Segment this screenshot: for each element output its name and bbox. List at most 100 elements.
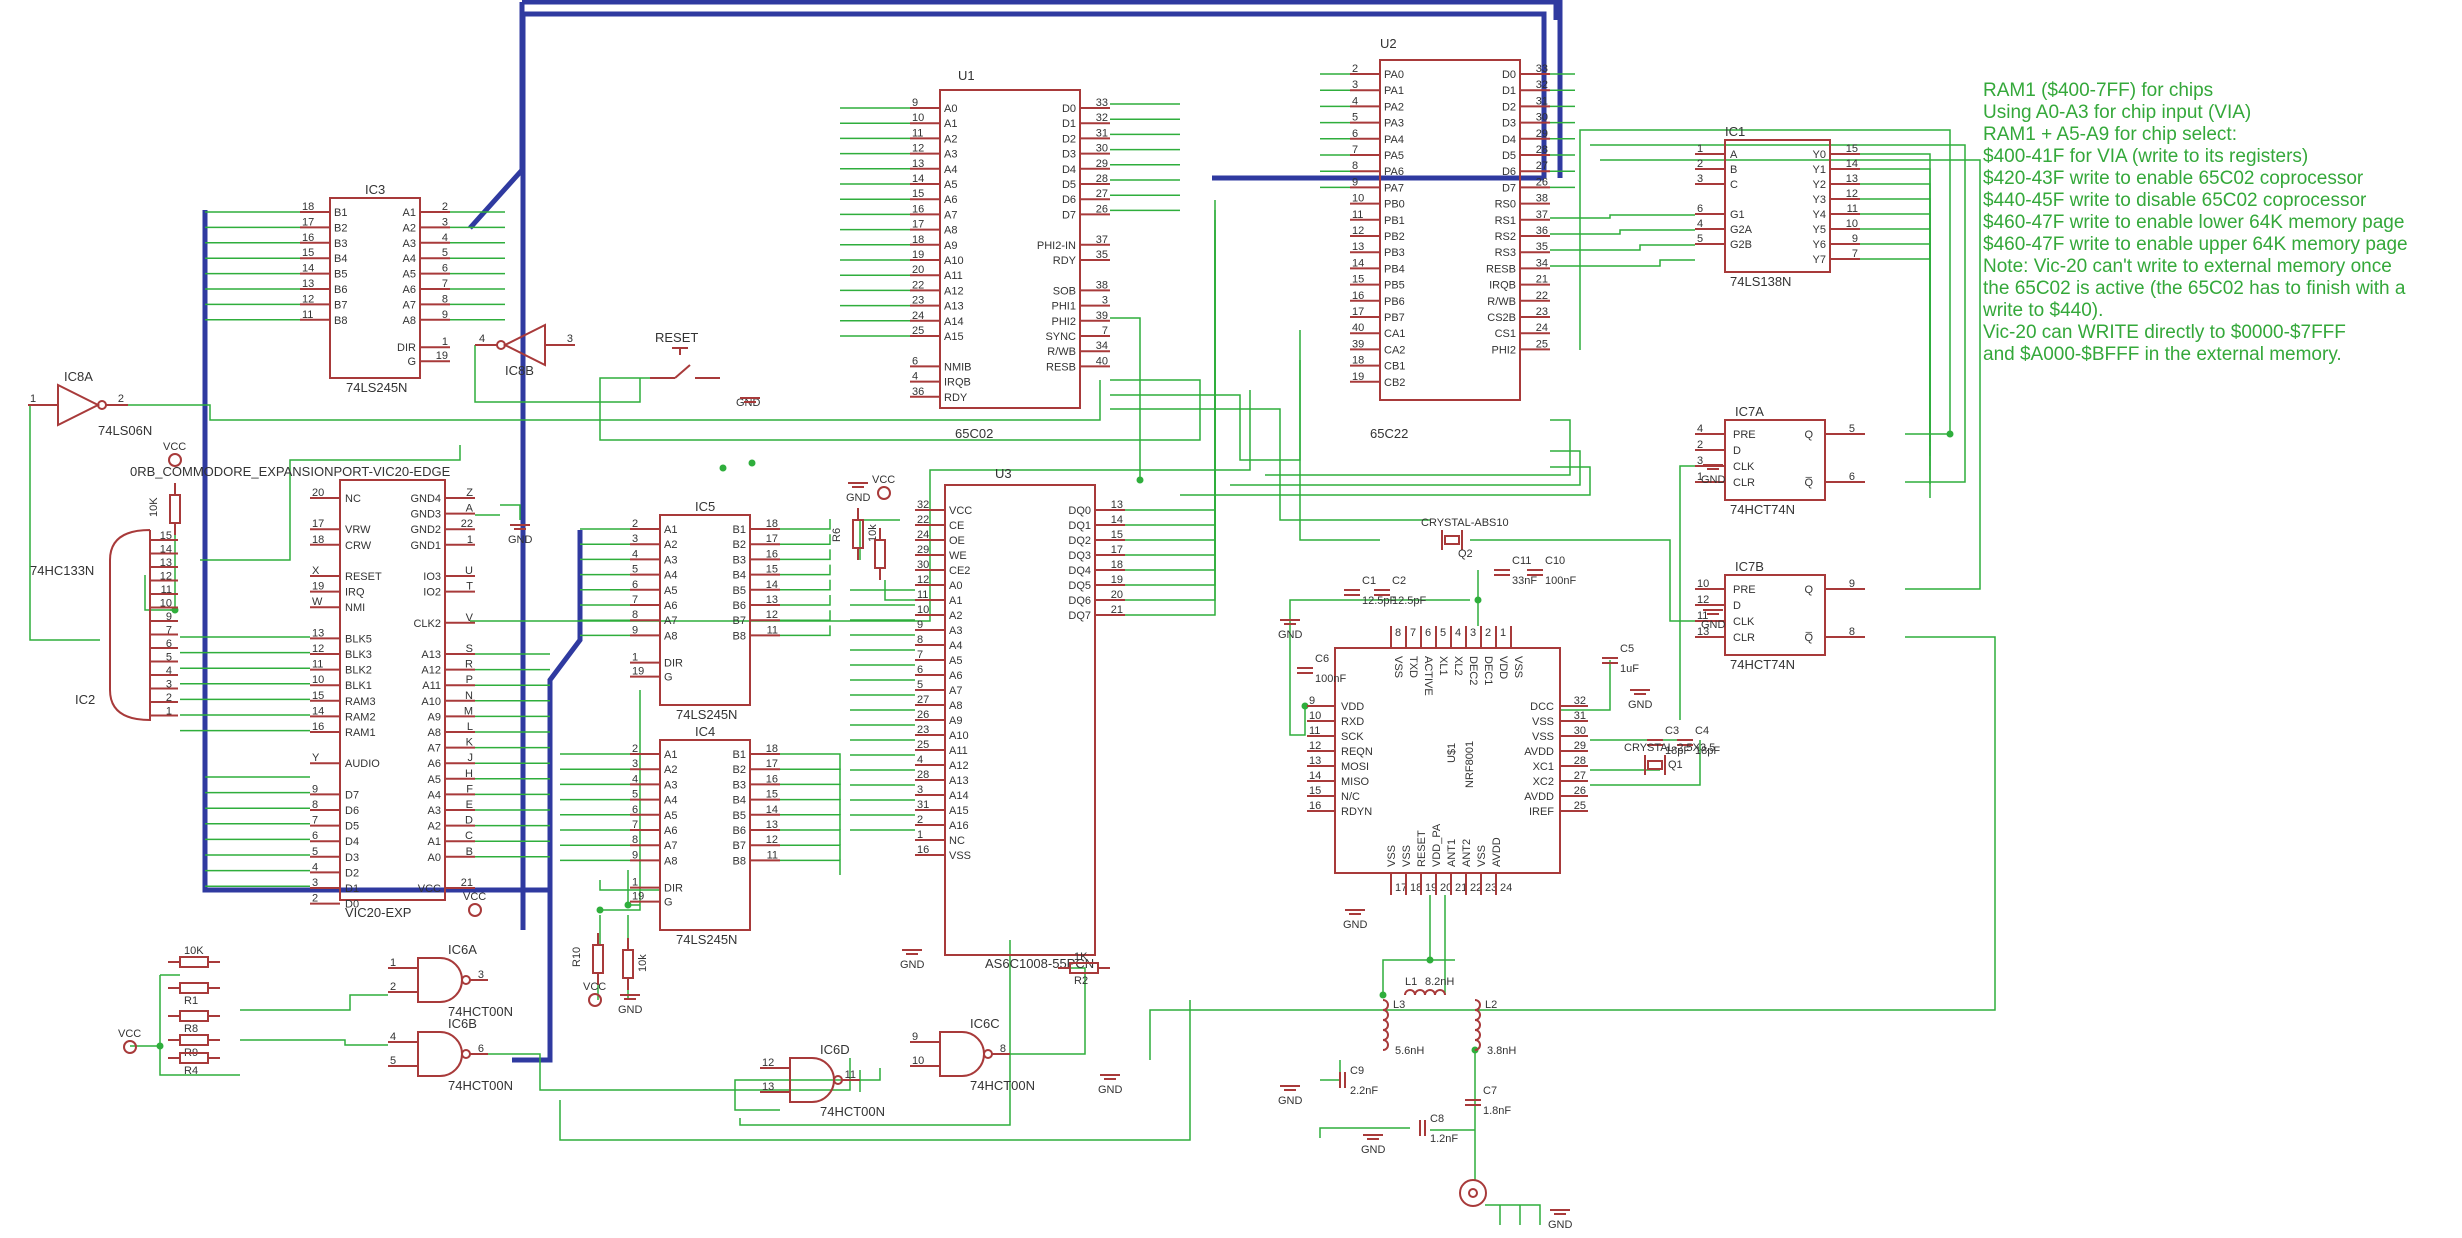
resistor-body	[179, 1034, 209, 1046]
nrf-pin-number: 16	[1309, 800, 1321, 812]
note-line: $440-45F write to disable 65C02 coproces…	[1983, 190, 2367, 211]
wire	[240, 1039, 388, 1046]
nrf-pin-name: DEC2	[1467, 656, 1479, 685]
resistor	[874, 528, 886, 580]
nand-pin-number: 13	[762, 1081, 774, 1093]
crystal-q2: Q2	[1458, 548, 1473, 560]
u2-pin-name: D7	[1502, 182, 1516, 194]
vic20-pin-number: 17	[312, 518, 324, 530]
ic1-pin-name: G2A	[1730, 224, 1753, 236]
ic5-pin-number: 15	[766, 564, 778, 576]
wire	[200, 445, 461, 561]
capacitor-value: 100nF	[1545, 575, 1576, 587]
nrf-pin-number: 18	[1410, 882, 1422, 894]
vic20-pin-number: H	[465, 768, 473, 780]
gnd-symbol: GND	[1701, 464, 1726, 486]
nrf-pin-number: 2	[1485, 627, 1491, 639]
ic5-pin-name: B4	[733, 570, 746, 582]
ic2-pin-number: 6	[166, 638, 172, 650]
note-line: Vic-20 can WRITE directly to $0000-$7FFF	[1983, 322, 2346, 343]
nrf-pin-number: 19	[1425, 882, 1437, 894]
junction-dot	[1474, 596, 1482, 604]
wire	[474, 345, 641, 403]
ic3-pin-name: G	[407, 356, 416, 368]
u2-pin-name: RS1	[1495, 215, 1516, 227]
ic3-pin-number: 5	[442, 247, 448, 259]
u1-pin-name: A10	[944, 255, 964, 267]
resistor-body	[592, 944, 604, 974]
wire	[559, 1000, 1191, 1141]
wire	[1550, 259, 1695, 267]
u1-pin-name: PHI2	[1052, 316, 1076, 328]
ic4-pin-number: 7	[632, 819, 638, 831]
inverter-pin-number: 3	[567, 333, 573, 345]
u1-pin-name: D4	[1062, 164, 1076, 176]
u3-pin-name: DQ5	[1068, 580, 1091, 592]
vic20-pin-number: B	[466, 846, 473, 858]
nrf-pin-number: 5	[1440, 627, 1446, 639]
vcc-label: VCC	[872, 474, 895, 486]
gnd-symbol	[740, 397, 760, 403]
wire	[1860, 153, 1931, 400]
ic5-pin-number: 2	[632, 518, 638, 530]
u1-pin-number: 4	[912, 371, 918, 383]
vic20-pin-number: C	[465, 830, 473, 842]
u1-pin-number: 31	[1096, 127, 1108, 139]
u2-pin-name: CS1	[1495, 328, 1516, 340]
nrf-pin-number: 25	[1574, 800, 1586, 812]
u3-pin-number: 17	[1111, 544, 1123, 556]
u3-pin-number: 11	[917, 589, 928, 601]
nrf-pin-name: REQN	[1341, 746, 1373, 758]
vcc-symbol: VCC	[163, 441, 186, 467]
vic20-pin-name: GND4	[410, 493, 441, 505]
u2-pin-name: PB4	[1384, 263, 1405, 275]
vic20-pin-number: 19	[312, 581, 324, 593]
vic20-pin-number: N	[465, 690, 473, 702]
u2-pin-name: CB1	[1384, 361, 1405, 373]
ic2-pin-number: 13	[160, 557, 172, 569]
u1-pin-number: 10	[912, 112, 924, 124]
nrf-pin-number: 11	[1309, 725, 1320, 737]
vic20-pin-number: 16	[312, 721, 324, 733]
inverter-name: IC8B	[505, 363, 534, 378]
junction-dot	[156, 1042, 164, 1050]
u2-pin-number: 5	[1352, 112, 1358, 124]
ic7b-pin-number: 12	[1697, 594, 1709, 606]
u3-pin-name: A12	[949, 760, 969, 772]
ic3-pin-name: A3	[403, 238, 416, 250]
vic20-pin-number: W	[312, 596, 323, 608]
wire	[1860, 258, 1931, 498]
u1-body	[939, 89, 1081, 409]
u3-pin-number: 8	[917, 634, 923, 646]
gnd-label: GND	[1278, 1095, 1303, 1107]
wire	[598, 690, 641, 911]
u1-pin-name: A2	[944, 133, 957, 145]
ic1-pin-name: Y3	[1813, 194, 1826, 206]
gnd-label: GND	[618, 1004, 643, 1016]
u1-pin-number: 23	[912, 295, 924, 307]
nand-bubble	[461, 975, 471, 985]
ic7b-pin-name: PRE	[1733, 584, 1756, 596]
junction-dot	[748, 459, 756, 467]
u3-pin-number: 12	[917, 574, 929, 586]
nand-value: 74HCT00N	[970, 1078, 1035, 1093]
note-line: Using A0-A3 for chip input (VIA)	[1983, 102, 2252, 123]
u1-pin-name: RDY	[1053, 255, 1077, 267]
junction-dot	[1379, 991, 1387, 999]
u3-pin-name: A15	[949, 805, 969, 817]
resistor-name: R10	[571, 947, 583, 967]
u2-pin-number: 13	[1352, 241, 1364, 253]
nrf-pin-name: VSS	[1532, 716, 1554, 728]
ic4-pin-name: A6	[664, 825, 677, 837]
ic5-pin-name: A7	[664, 615, 677, 627]
wire	[159, 975, 240, 1076]
u3-pin-number: 3	[917, 784, 923, 796]
vic20-pin-name: A12	[421, 665, 441, 677]
nrf-pin-name: ANT1	[1446, 839, 1458, 867]
wire	[128, 380, 1101, 421]
ic4-pin-number: 15	[766, 789, 778, 801]
wire	[780, 798, 841, 815]
